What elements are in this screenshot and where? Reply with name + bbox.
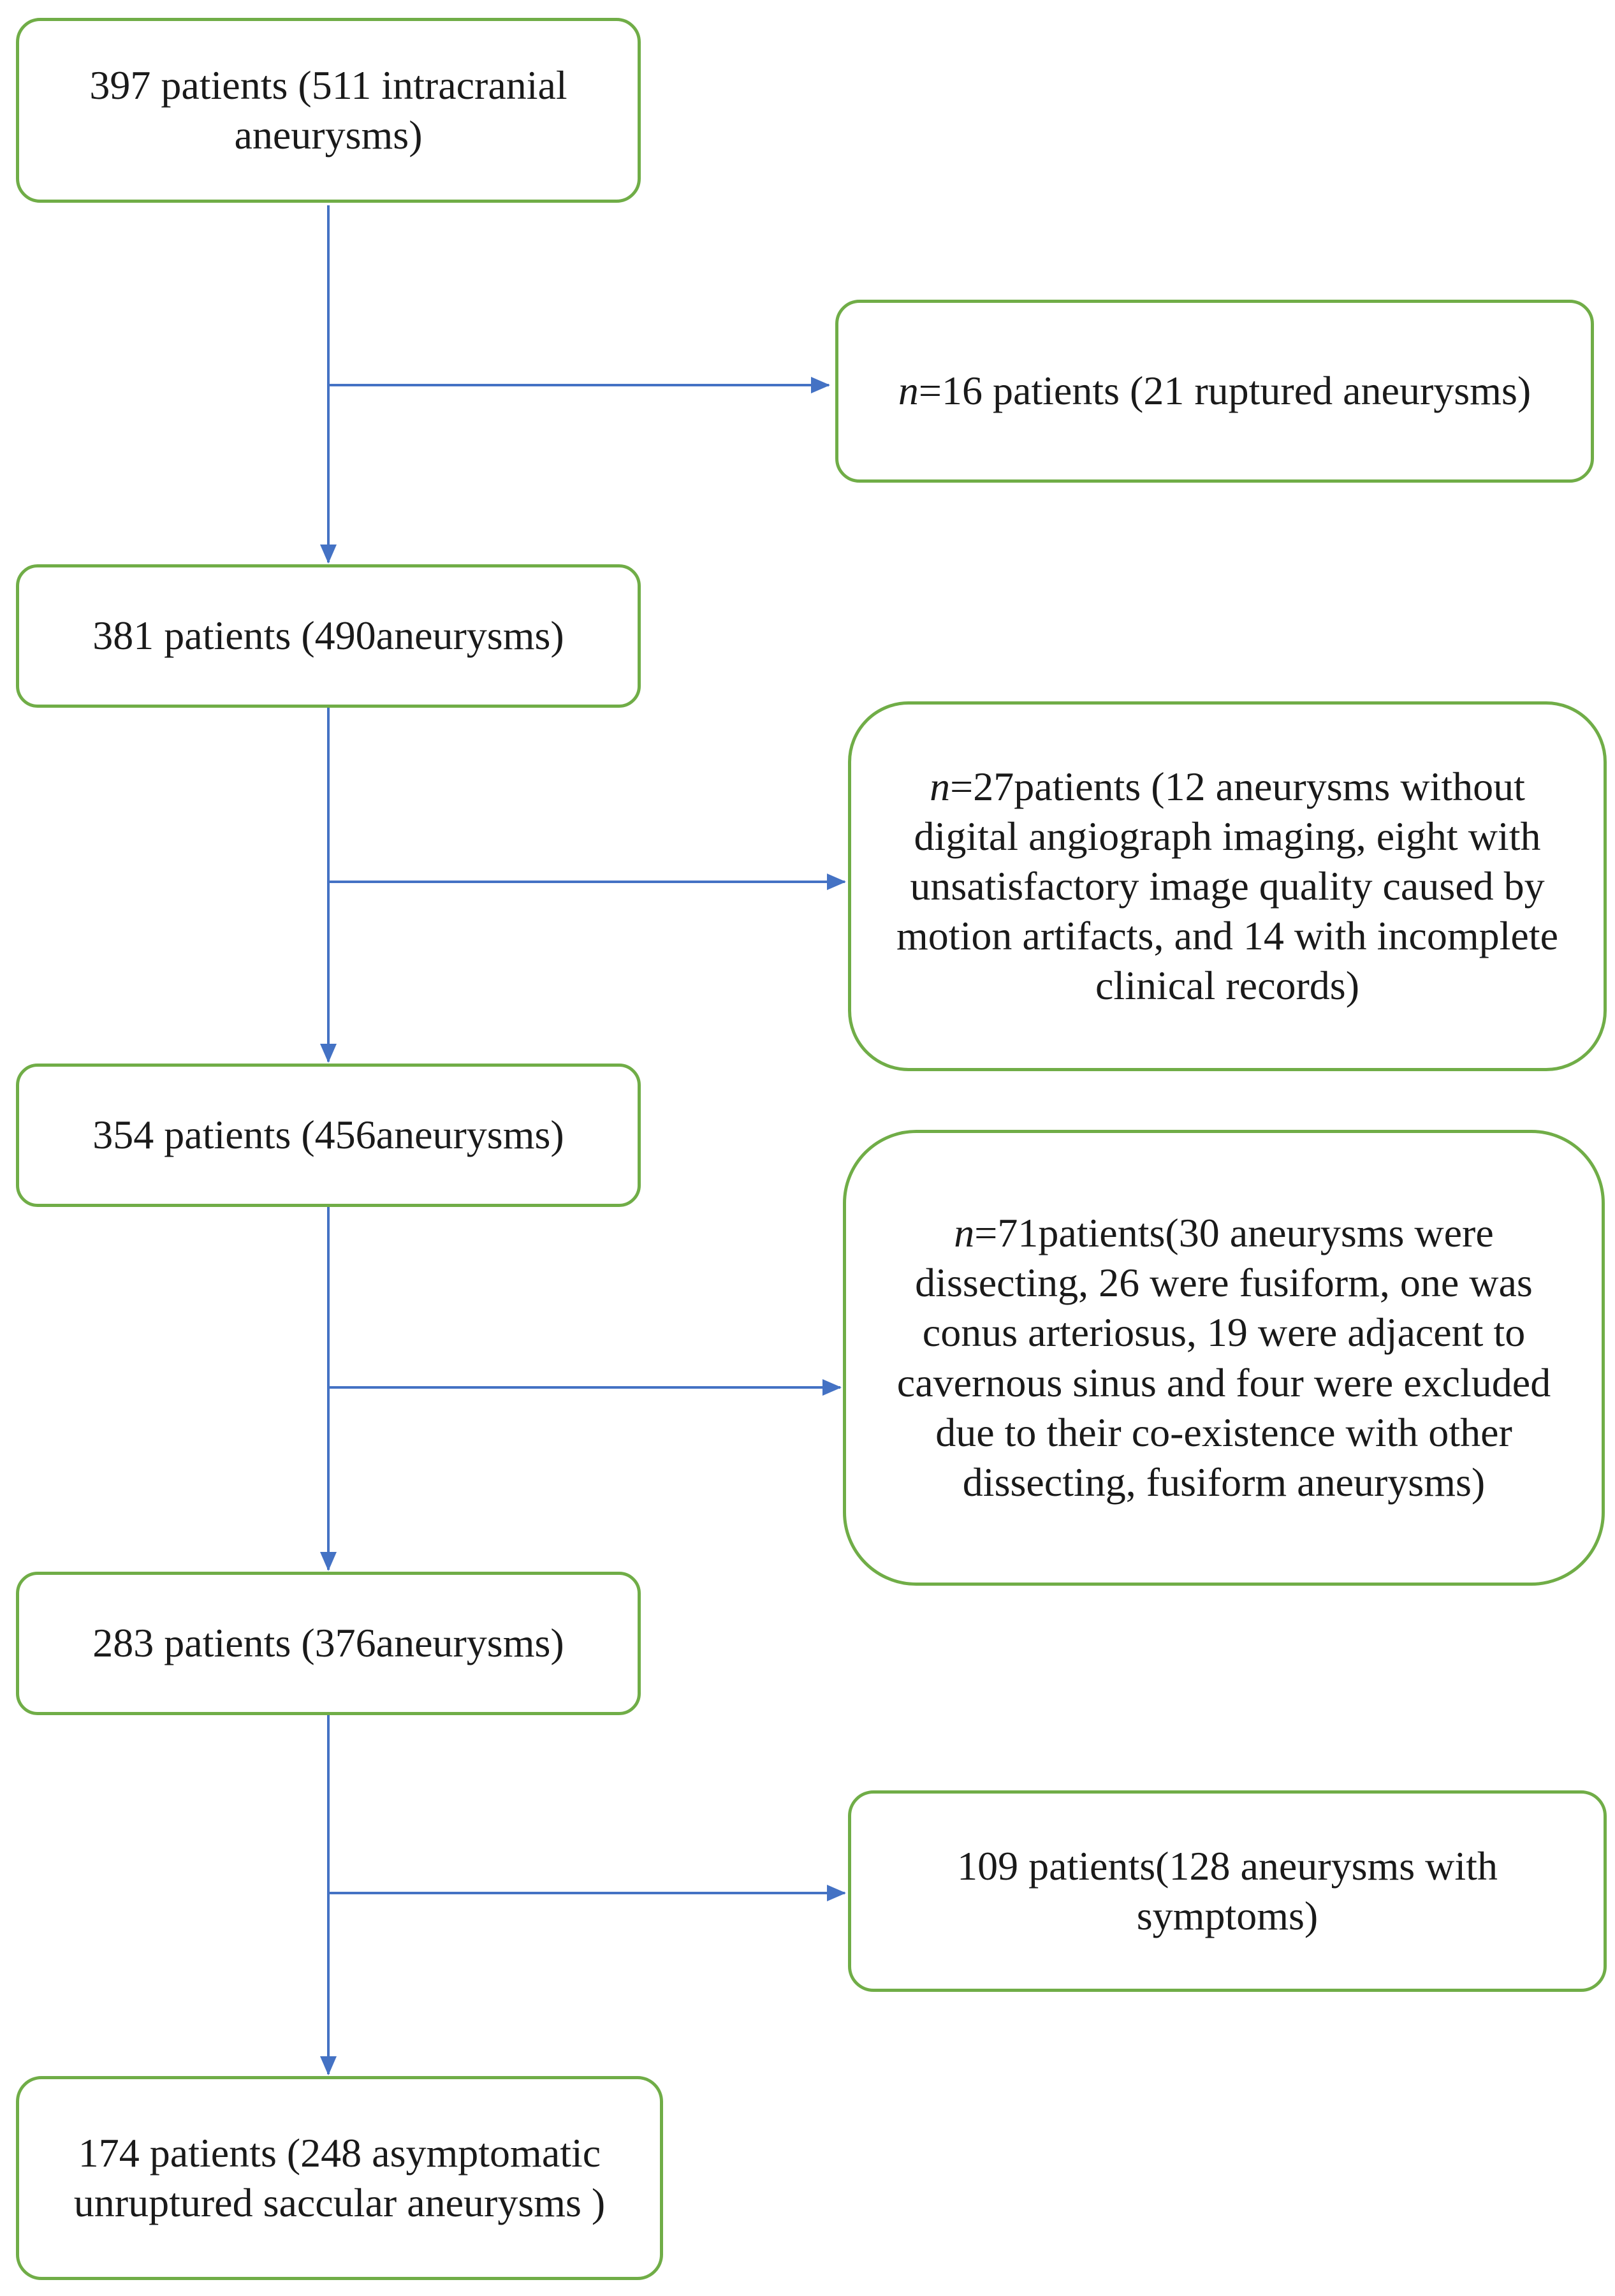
- step3-text: 354 patients (456aneurysms): [92, 1112, 564, 1158]
- exclusion-box-1: n=16 patients (21 ruptured aneurysms): [835, 300, 1594, 483]
- exclusion-1-body: =16 patients (21 ruptured aneurysms): [918, 368, 1531, 414]
- exclusion-box-3: n=71patients(30 aneurysms were dissectin…: [843, 1130, 1605, 1586]
- exclusion-3-text: n=71patients(30 aneurysms were dissectin…: [886, 1208, 1562, 1507]
- flow-box-step5: 174 patients (248 asymptomatic unrupture…: [16, 2076, 663, 2280]
- exclusion-2-text: n=27patients (12 aneurysms without digit…: [896, 762, 1559, 1011]
- exclusion-3-body: =71patients(30 aneurysms were dissecting…: [896, 1210, 1551, 1505]
- exclusion-3-n-symbol: n: [954, 1210, 975, 1256]
- exclusion-2-body: =27patients (12 aneurysms without digita…: [896, 763, 1558, 1009]
- flow-box-step2: 381 patients (490aneurysms): [16, 564, 641, 708]
- step2-text: 381 patients (490aneurysms): [92, 613, 564, 659]
- exclusion-box-2: n=27patients (12 aneurysms without digit…: [848, 701, 1607, 1071]
- exclusion-4-text: 109 patients(128 aneurysms with symptoms…: [957, 1843, 1498, 1938]
- exclusion-2-n-symbol: n: [930, 763, 951, 809]
- exclusion-1-n-symbol: n: [898, 368, 919, 414]
- flow-box-step1: 397 patients (511 intracranial aneurysms…: [16, 18, 641, 203]
- step5-text: 174 patients (248 asymptomatic unrupture…: [73, 2130, 606, 2225]
- exclusion-1-text: n=16 patients (21 ruptured aneurysms): [898, 366, 1531, 416]
- step1-text: 397 patients (511 intracranial aneurysms…: [89, 62, 567, 157]
- step4-text: 283 patients (376aneurysms): [92, 1620, 564, 1666]
- flow-box-step4: 283 patients (376aneurysms): [16, 1572, 641, 1715]
- flow-box-step3: 354 patients (456aneurysms): [16, 1064, 641, 1207]
- exclusion-box-4: 109 patients(128 aneurysms with symptoms…: [848, 1790, 1607, 1992]
